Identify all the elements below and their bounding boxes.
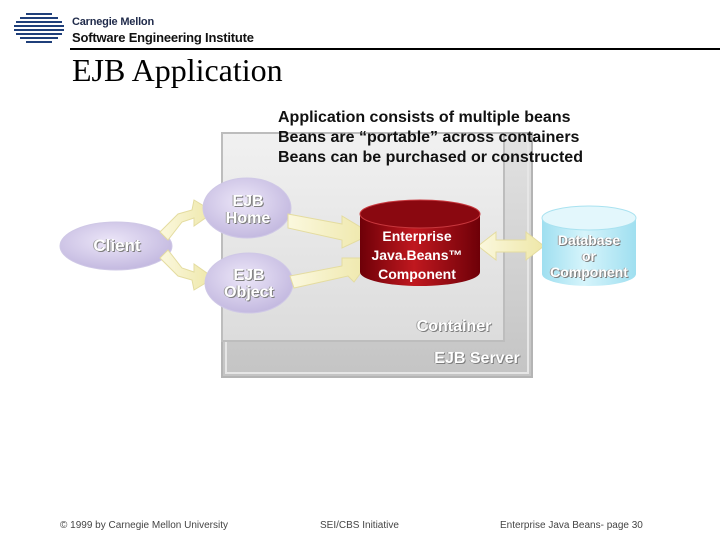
client-label: Client — [93, 236, 141, 255]
ejb-object-label: EJB Object — [212, 267, 286, 301]
ejb-home-node — [202, 177, 292, 239]
bullet-item: Beans can be purchased or constructed — [278, 149, 583, 166]
arrow-home-component — [287, 213, 374, 249]
component-label-line3: Component — [378, 266, 456, 282]
component-label-line2: Java.Beans™ — [371, 247, 463, 263]
arrow-client-home — [159, 199, 215, 241]
sei-logo-icon — [14, 13, 64, 43]
container-label: Container — [416, 318, 492, 335]
bullet-list: Application consists of multiple beans B… — [278, 108, 583, 168]
database-label-line1: Database — [557, 232, 621, 248]
header-rule — [70, 48, 720, 50]
arrow-client-object — [159, 249, 215, 291]
database-cylinder — [541, 205, 637, 286]
database-label: Database or Component — [536, 232, 642, 280]
component-cylinder — [359, 199, 481, 286]
ejb-home-label-line2: Home — [225, 210, 271, 227]
ejb-home-label-line1: EJB — [232, 193, 264, 210]
component-label-line1: Enterprise — [382, 228, 452, 244]
ejb-object-label-line2: Object — [224, 284, 274, 301]
bullet-item: Application consists of multiple beans — [278, 109, 571, 126]
org-name-line1: Carnegie Mellon — [72, 16, 154, 28]
org-name-line2: Software Engineering Institute — [72, 30, 254, 45]
footer-page: Enterprise Java Beans- page 30 — [500, 520, 643, 531]
client-node — [59, 221, 173, 271]
database-label-line2: or — [582, 248, 596, 264]
ejb-home-label: EJB Home — [212, 193, 284, 227]
database-label-line3: Component — [550, 264, 628, 280]
bullet-item: Beans are “portable” across containers — [278, 129, 580, 146]
footer-copyright: © 1999 by Carnegie Mellon University — [60, 520, 229, 531]
ejb-object-label-line1: EJB — [233, 267, 265, 284]
footer-initiative: SEI/CBS Initiative — [320, 520, 399, 531]
slide-title: EJB Application — [72, 52, 283, 88]
component-label: Enterprise Java.Beans™ Component — [362, 227, 472, 284]
server-label: EJB Server — [434, 350, 520, 367]
